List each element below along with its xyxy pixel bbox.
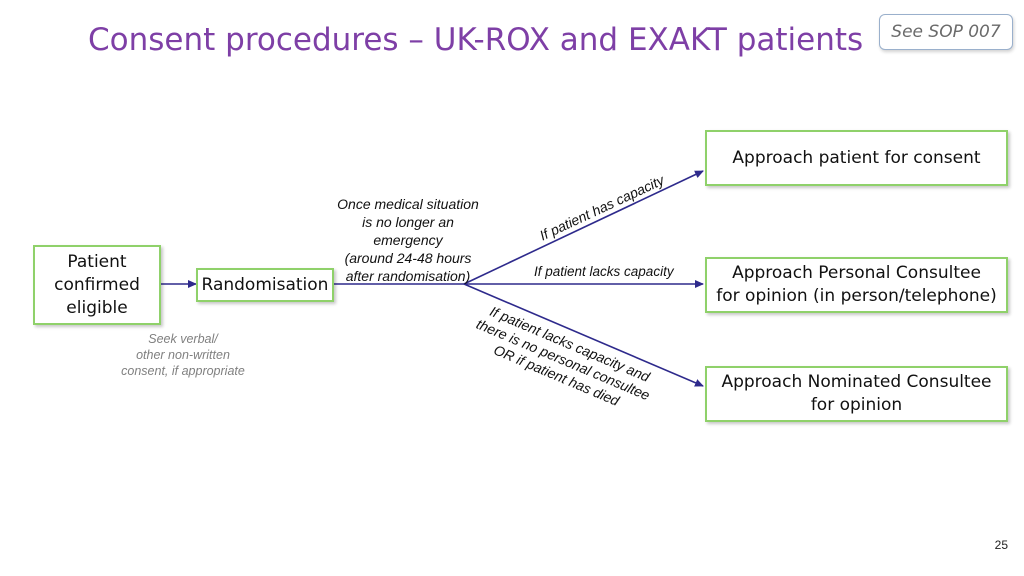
randomisation-box: Randomisation (196, 268, 334, 302)
eligible-line-1: Patient (67, 251, 127, 272)
page-title: Consent procedures – UK-ROX and EXAKT pa… (88, 22, 864, 58)
timing-line-3: emergency (373, 232, 443, 248)
verbal-line-2: other non-written (136, 348, 230, 362)
timing-note: Once medical situation is no longer an e… (324, 195, 492, 285)
verbal-consent-note: Seek verbal/ other non-written consent, … (108, 331, 258, 379)
verbal-line-3: consent, if appropriate (121, 364, 245, 378)
nominated-consultee-line-1: Approach Nominated Consultee (721, 372, 992, 392)
nominated-consultee-line-2: for opinion (810, 395, 903, 415)
eligible-line-2: confirmed (54, 274, 140, 295)
approach-patient-box: Approach patient for consent (705, 130, 1008, 186)
nominated-consultee-box: Approach Nominated Consultee for opinion (705, 366, 1008, 422)
personal-consultee-line-2: for opinion (in person/telephone) (716, 286, 997, 306)
edge-label-lacks-capacity: If patient lacks capacity (534, 264, 674, 279)
verbal-line-1: Seek verbal/ (148, 332, 218, 346)
patient-eligible-box: Patient confirmed eligible (33, 245, 161, 325)
timing-line-1: Once medical situation (337, 196, 479, 212)
timing-line-5: after randomisation) (345, 268, 471, 284)
arrow-to-approach-patient (463, 170, 704, 285)
timing-line-2: is no longer an (362, 214, 454, 230)
page-number: 25 (994, 538, 1008, 552)
timing-line-4: (around 24-48 hours (344, 250, 472, 266)
sop-reference-badge: See SOP 007 (879, 14, 1013, 50)
arrow-to-nominated-consultee (463, 283, 704, 387)
personal-consultee-box: Approach Personal Consultee for opinion … (705, 257, 1008, 313)
personal-consultee-line-1: Approach Personal Consultee (732, 263, 981, 283)
eligible-line-3: eligible (66, 297, 128, 318)
